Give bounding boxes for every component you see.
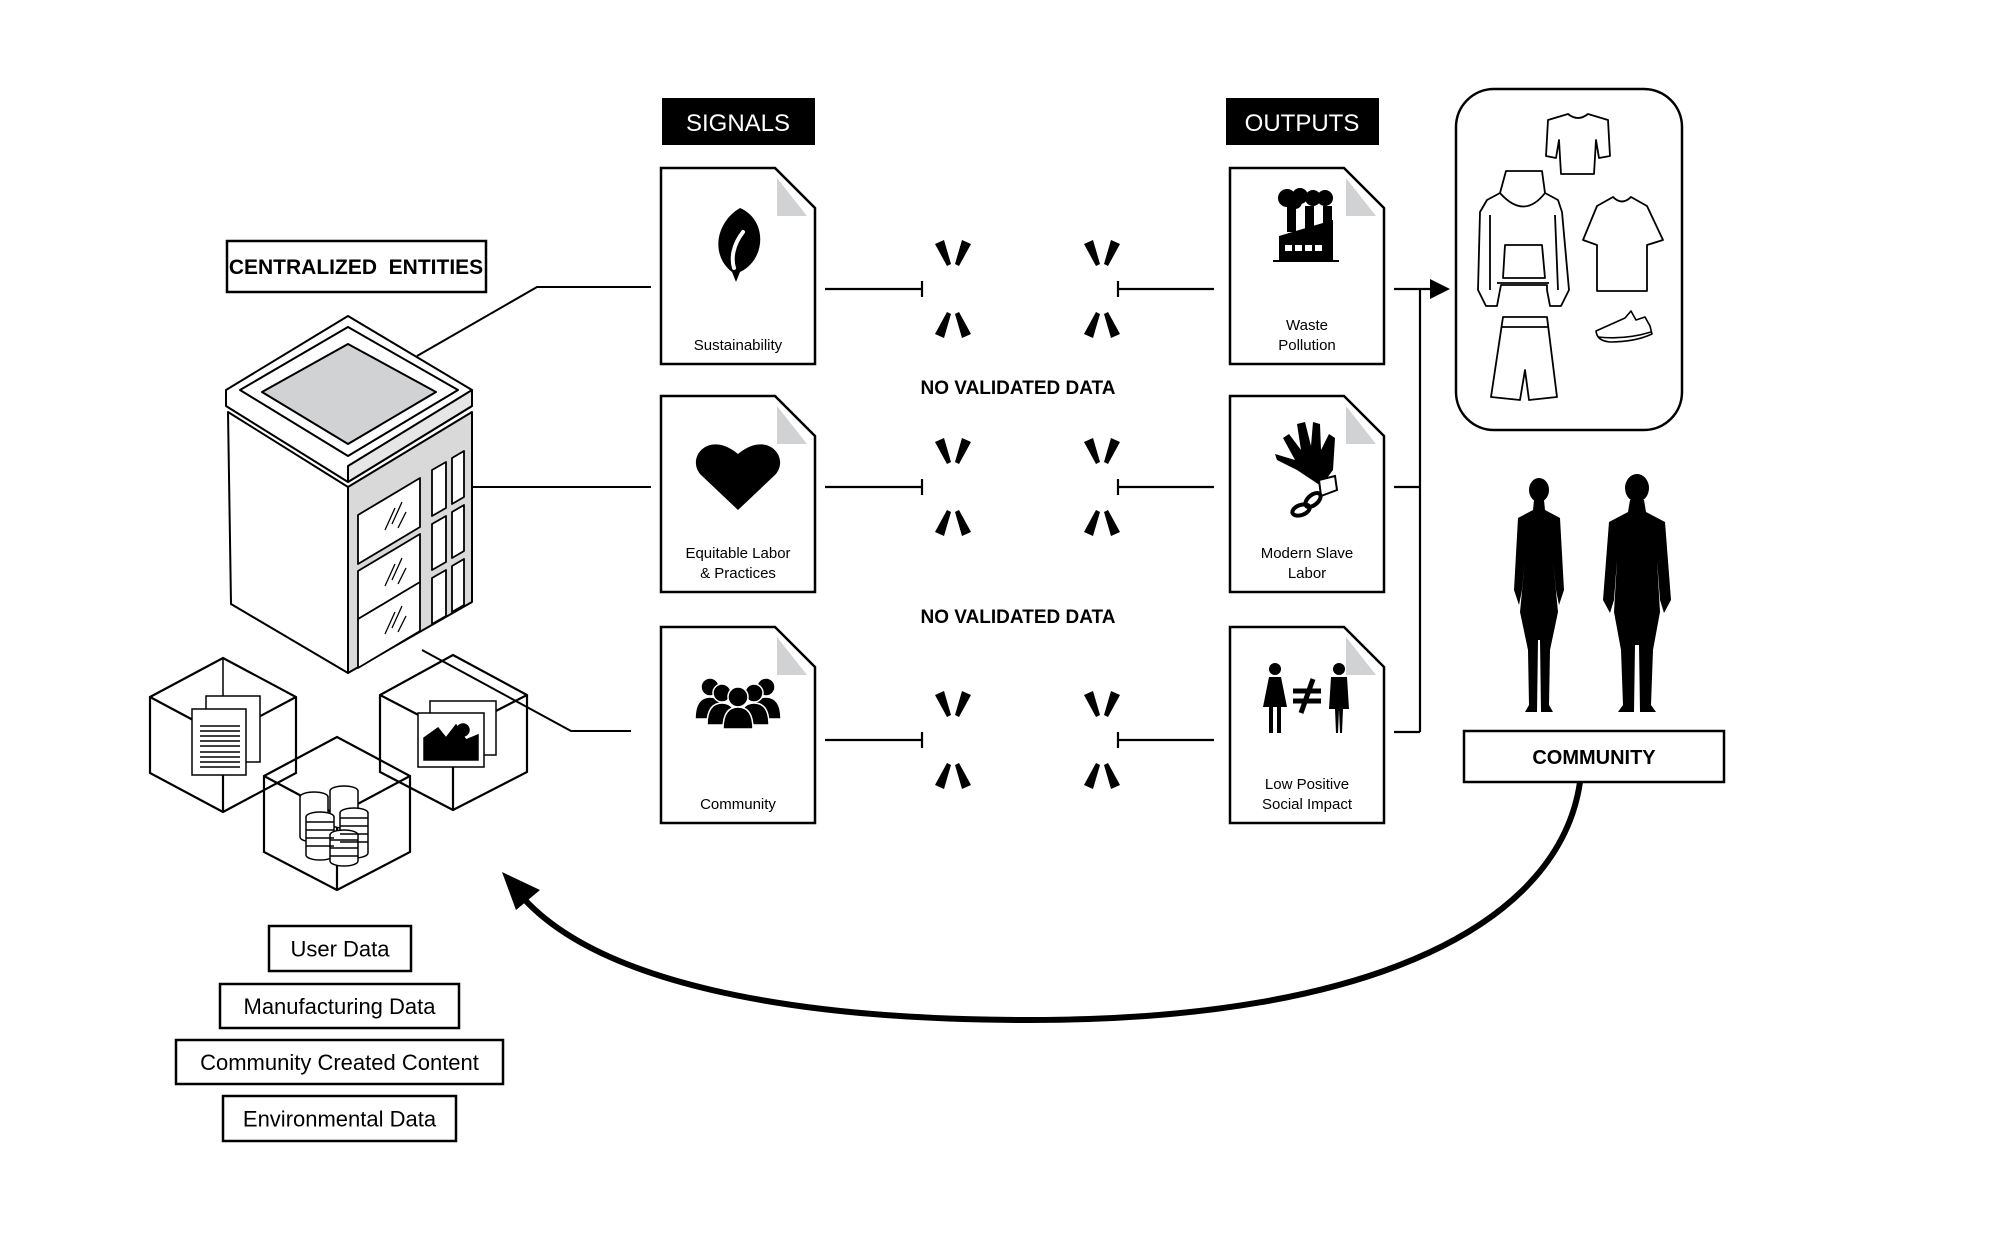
data-source-label: Community Created Content [200, 1050, 479, 1075]
page-fold-icon [1346, 637, 1376, 675]
connector-lines [416, 286, 651, 732]
broken-link [825, 240, 1214, 338]
output-label: Low Positive [1265, 776, 1349, 793]
community-label-text: COMMUNITY [1532, 747, 1656, 769]
break-spark-icon [1084, 691, 1120, 789]
data-source-label: Manufacturing Data [244, 994, 437, 1019]
break-spark-icon [935, 240, 971, 338]
woman-silhouette-icon [1514, 478, 1564, 712]
chained-hand-icon [1275, 422, 1339, 518]
signal-label: Community [700, 796, 776, 813]
broken-link [825, 438, 1214, 536]
output-label: Waste [1286, 317, 1328, 334]
shorts-icon [1490, 316, 1558, 401]
people-group-icon [694, 677, 782, 730]
break-spark-icon [1084, 438, 1120, 536]
break-spark-icon [1084, 240, 1120, 338]
output-label: Labor [1288, 565, 1326, 582]
output-label: Modern Slave [1261, 545, 1354, 562]
community-label: COMMUNITY [1462, 729, 1726, 784]
signal-label: Equitable Labor [685, 545, 790, 562]
outputs-bracket [1394, 287, 1432, 734]
page-fold-icon [1346, 406, 1376, 444]
products-panel [1454, 87, 1684, 432]
connector-community [421, 649, 631, 732]
data-source-label: Environmental Data [243, 1107, 437, 1132]
database-data-cube [262, 735, 412, 892]
break-spark-icon [935, 691, 971, 789]
output-label: Social Impact [1262, 796, 1353, 813]
image-data-cube [378, 653, 529, 812]
page-fold-icon [777, 637, 807, 675]
heart-icon [695, 444, 781, 510]
signals-header-text: SIGNALS [686, 110, 790, 137]
signal-card: Equitable Labor & Practices [659, 394, 817, 594]
arrowhead-icon [502, 872, 540, 910]
t-shirt-icon [1582, 196, 1664, 292]
signal-card: Sustainability [659, 166, 817, 366]
data-source-label: User Data [290, 937, 390, 962]
crop-top-icon [1545, 113, 1611, 175]
sneaker-icon [1595, 310, 1653, 343]
arrow-to-products-icon [1430, 279, 1450, 299]
output-label: Pollution [1278, 337, 1336, 354]
data-source-box: User Data [267, 924, 413, 973]
connector-sustainability [416, 286, 651, 357]
page-fold-icon [777, 406, 807, 444]
signal-label: & Practices [700, 565, 776, 582]
no-validated-data-note: NO VALIDATED DATA [921, 378, 1116, 399]
page-fold-icon [777, 178, 807, 216]
man-silhouette-icon [1603, 474, 1671, 712]
centralized-entities-label: CENTRALIZED ENTITIES [225, 239, 488, 294]
page-fold-icon [1346, 178, 1376, 216]
no-validated-data-note: NO VALIDATED DATA [921, 607, 1116, 628]
data-source-box: Environmental Data [221, 1094, 458, 1143]
outputs-header: OUTPUTS [1226, 98, 1379, 145]
feedback-loop-arrow [502, 781, 1583, 1024]
signal-card: Community [659, 625, 817, 825]
factory-pollution-icon [1273, 188, 1339, 262]
data-source-box: Community Created Content [174, 1038, 505, 1086]
data-source-box: Manufacturing Data [218, 982, 461, 1030]
signal-label: Sustainability [694, 337, 783, 354]
broken-link [825, 691, 1214, 789]
signals-header: SIGNALS [662, 98, 815, 145]
outputs-header-text: OUTPUTS [1245, 110, 1360, 137]
hoodie-icon [1477, 170, 1570, 307]
building-icon [225, 315, 473, 674]
leaf-icon [718, 208, 761, 282]
document-data-cube [148, 656, 298, 814]
centralized-entities-text: CENTRALIZED ENTITIES [229, 256, 483, 279]
gender-inequality-icon [1263, 663, 1349, 733]
break-spark-icon [935, 438, 971, 536]
